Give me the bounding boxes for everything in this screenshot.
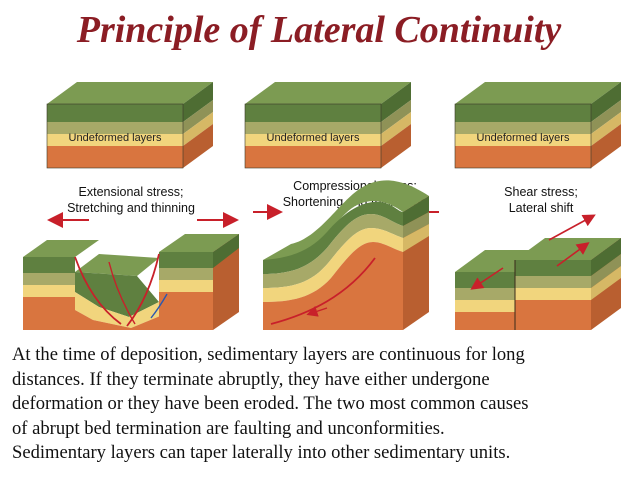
lateral-continuity-diagram: Undeformed layers Undeformed layers bbox=[9, 62, 629, 336]
shear-arrow-top bbox=[548, 214, 596, 241]
explanation-line-4: of abrupt bed termination are faulting a… bbox=[12, 417, 445, 439]
normal-fault-left bbox=[74, 256, 122, 325]
block-label-2: Undeformed layers bbox=[267, 132, 360, 144]
undeformed-block-3: Undeformed layers bbox=[454, 82, 621, 169]
compressional-deformed-block bbox=[263, 180, 429, 330]
undeformed-block-2: Undeformed layers bbox=[244, 82, 411, 169]
block-label-3: Undeformed layers bbox=[477, 132, 570, 144]
undeformed-block-1: Undeformed layers bbox=[46, 82, 213, 169]
shear-deformed-block bbox=[455, 214, 621, 330]
normal-fault-right bbox=[126, 253, 160, 327]
explanation-line-5: Sedimentary layers can taper laterally i… bbox=[12, 442, 511, 463]
stress-caption-extensional-line2: Stretching and thinning bbox=[67, 201, 195, 215]
thrust-slip-arrow bbox=[306, 306, 328, 317]
explanation-paragraph: At the time of deposition, sedimentary l… bbox=[12, 343, 630, 466]
shear-arrow-front bbox=[470, 267, 504, 290]
stress-caption-extensional-line1: Extensional stress; bbox=[79, 185, 184, 199]
explanation-line-2: distances. If they terminate abruptly, t… bbox=[12, 368, 490, 390]
thrust-fault bbox=[270, 257, 376, 325]
stress-caption-shear-line1: Shear stress; bbox=[504, 185, 578, 199]
normal-fault-blue bbox=[150, 293, 168, 319]
extensional-deformed-block bbox=[23, 234, 239, 330]
explanation-line-1: At the time of deposition, sedimentary l… bbox=[12, 344, 525, 365]
shear-arrow-back bbox=[556, 242, 590, 267]
stress-caption-shear-line2: Lateral shift bbox=[509, 201, 574, 215]
block-label-1: Undeformed layers bbox=[69, 132, 162, 144]
slide-title: Principle of Lateral Continuity bbox=[76, 9, 562, 51]
explanation-line-3: deformation or they have been eroded. Th… bbox=[12, 393, 529, 414]
